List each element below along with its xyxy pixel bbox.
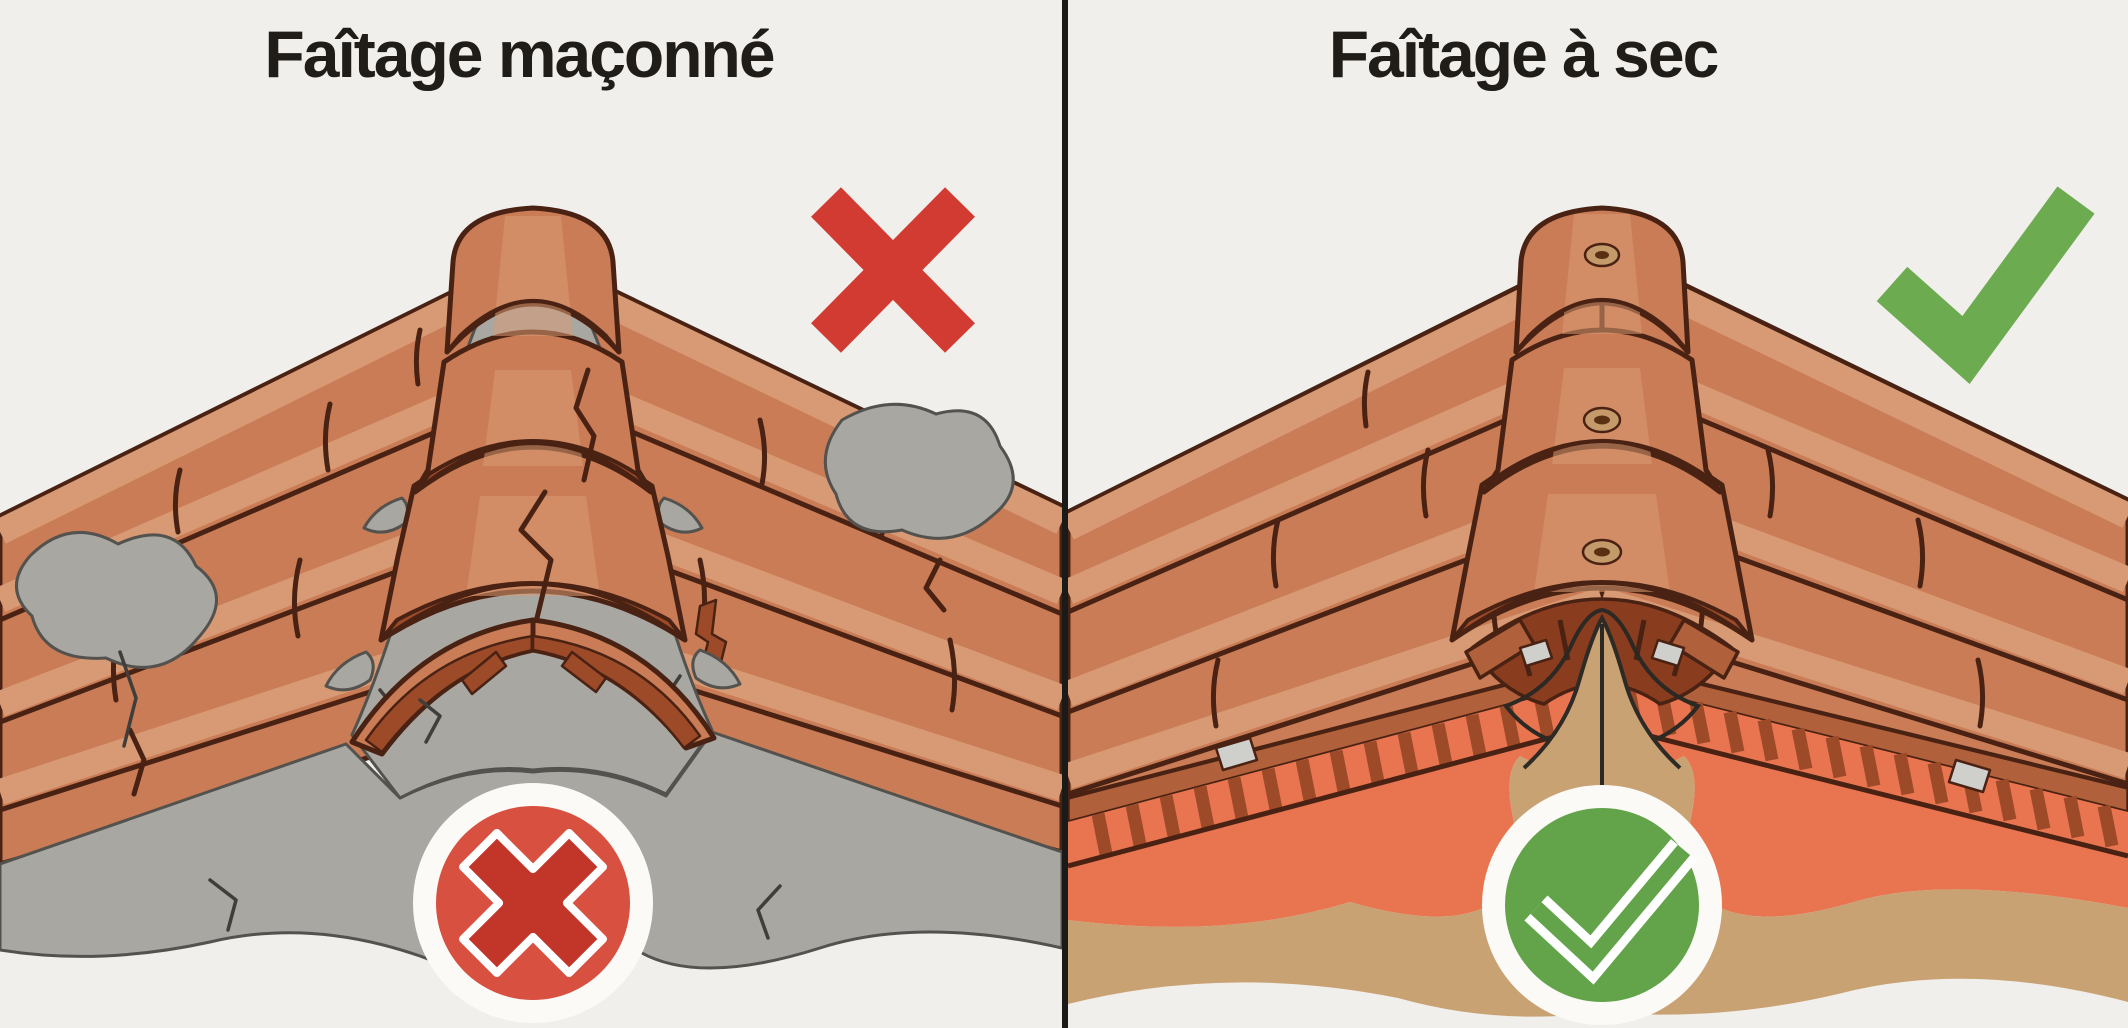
crack-line xyxy=(518,489,554,621)
panel-mortared-ridge: Faîtage maçonné xyxy=(0,0,1062,1028)
ventilation-comb xyxy=(1068,684,2128,869)
ridge-membrane-drape xyxy=(1502,607,1702,884)
check-mark-icon xyxy=(1876,186,2095,385)
mortared-ridge-tiles xyxy=(378,205,688,643)
panel-dry-ridge: Faîtage à sec xyxy=(1068,0,2128,1028)
panel-divider xyxy=(1062,0,1068,1028)
x-mark-icon xyxy=(811,187,975,353)
tile-shards xyxy=(460,650,608,696)
cracked-ridge-tile xyxy=(349,617,717,757)
crack-line xyxy=(573,367,597,483)
illustration-mortared-ridge xyxy=(0,187,1062,1023)
illustration-dry-ridge xyxy=(1068,186,2128,1025)
crack-line xyxy=(127,727,147,797)
fixing-clips xyxy=(1518,638,1686,668)
x-circle-badge xyxy=(413,783,653,1023)
x-glyph xyxy=(459,829,607,977)
check-circle-badge xyxy=(1482,785,1722,1025)
panel-title-dry: Faîtage à sec xyxy=(1328,17,1720,91)
ridge-screws xyxy=(1581,242,1623,566)
mortar-spill-blobs xyxy=(15,402,1015,748)
ridge-membrane-band xyxy=(1068,680,2128,927)
mortar-ooze xyxy=(324,496,742,692)
fixing-clips xyxy=(1214,736,1992,794)
panel-title-mortared: Faîtage maçonné xyxy=(264,17,775,91)
